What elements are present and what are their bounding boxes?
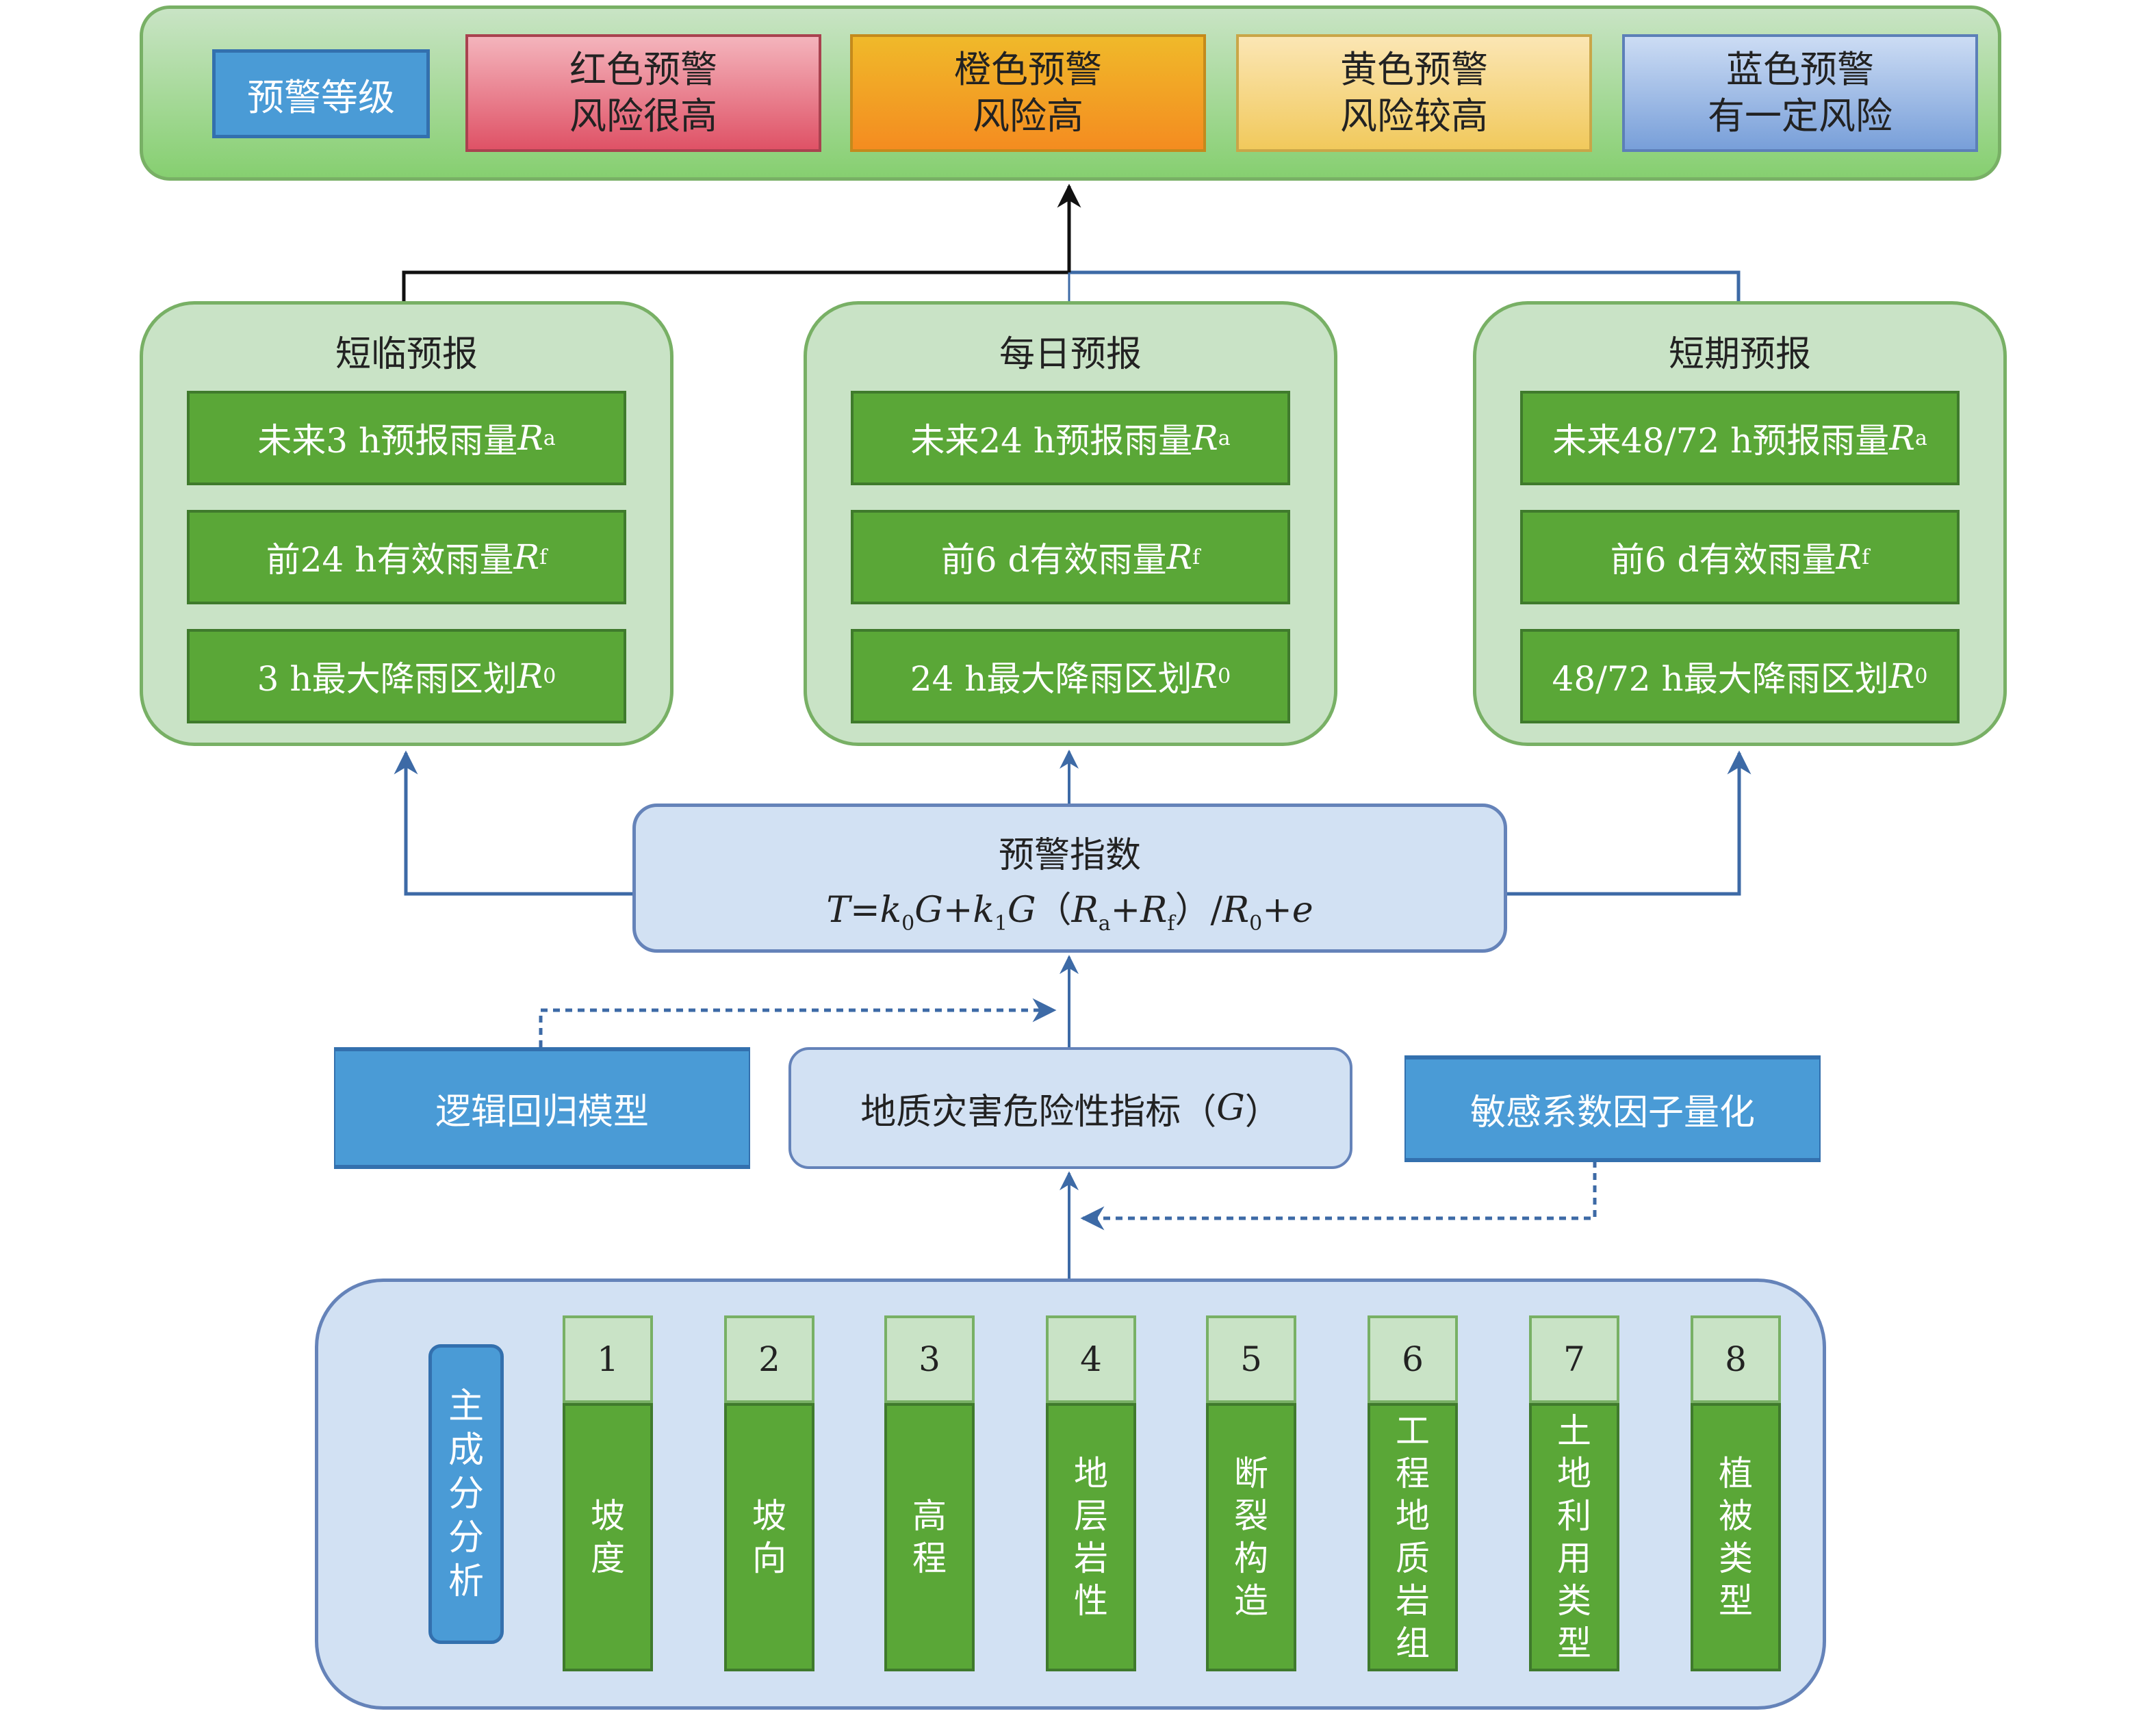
pca-label-char: 析 — [448, 1561, 484, 1602]
factor-number: 7 — [1529, 1315, 1619, 1403]
pca-label: 主成分分析 — [428, 1344, 504, 1644]
level-red: 红色预警 风险很高 — [465, 34, 821, 152]
dashed-logistic-to-index — [539, 998, 1057, 1047]
factor-number: 1 — [563, 1315, 653, 1403]
dashed-sensitivity-to-hazard — [1080, 1161, 1597, 1231]
warning-index-box: 预警指数 T=k0G+k1G（Ra+Rf）/R0+e — [632, 804, 1507, 953]
pca-label-char: 分 — [448, 1474, 484, 1515]
factor-number: 2 — [724, 1315, 814, 1403]
connector-nowcast-to-levels — [402, 270, 1069, 301]
sensitivity-quantification-box: 敏感系数因子量化 — [1404, 1055, 1821, 1162]
factor-number: 4 — [1046, 1315, 1136, 1403]
warning-index-formula: T=k0G+k1G（Ra+Rf）/R0+e — [826, 890, 1313, 936]
level-blue: 蓝色预警 有一定风险 — [1622, 34, 1978, 152]
factor-name: 土地利用类型 — [1529, 1403, 1619, 1671]
level-orange-desc: 风险高 — [973, 94, 1083, 138]
arrow-index-to-shortterm — [1507, 750, 1751, 896]
logistic-regression-box: 逻辑回归模型 — [334, 1047, 750, 1169]
pca-label-char: 分 — [448, 1517, 484, 1558]
level-yellow: 黄色预警 风险较高 — [1236, 34, 1592, 152]
factor-name: 坡度 — [563, 1403, 653, 1671]
level-yellow-desc: 风险较高 — [1340, 94, 1488, 138]
level-orange: 橙色预警 风险高 — [850, 34, 1206, 152]
arrow-index-to-nowcast — [394, 750, 632, 896]
factor-name: 高程 — [884, 1403, 975, 1671]
factor-number: 8 — [1691, 1315, 1781, 1403]
panel-title: 每日预报 — [999, 334, 1142, 375]
level-orange-title: 橙色预警 — [954, 48, 1102, 91]
level-blue-desc: 有一定风险 — [1708, 94, 1892, 138]
factor-name: 地层岩性 — [1046, 1403, 1136, 1671]
level-yellow-title: 黄色预警 — [1340, 48, 1488, 91]
warning-index-title: 预警指数 — [998, 835, 1141, 876]
factor-name: 坡向 — [724, 1403, 814, 1671]
pca-label-char: 主 — [448, 1386, 484, 1427]
factor-number: 3 — [884, 1315, 975, 1403]
factor-name: 工程地质岩组 — [1368, 1403, 1458, 1671]
warning-level-label: 预警等级 — [212, 49, 430, 138]
connector-shortterm-to-levels — [1069, 270, 1741, 301]
level-red-desc: 风险很高 — [569, 94, 717, 138]
panel-title: 短期预报 — [1668, 334, 1811, 375]
level-red-title: 红色预警 — [569, 48, 717, 91]
pca-label-char: 成 — [448, 1430, 484, 1471]
factor-number: 6 — [1368, 1315, 1458, 1403]
level-blue-title: 蓝色预警 — [1726, 48, 1874, 91]
factor-name: 断裂构造 — [1206, 1403, 1296, 1671]
factor-number: 5 — [1206, 1315, 1296, 1403]
factor-name: 植被类型 — [1691, 1403, 1781, 1671]
geohazard-index-box: 地质灾害危险性指标（G） — [788, 1047, 1352, 1169]
panel-title: 短临预报 — [335, 334, 478, 375]
